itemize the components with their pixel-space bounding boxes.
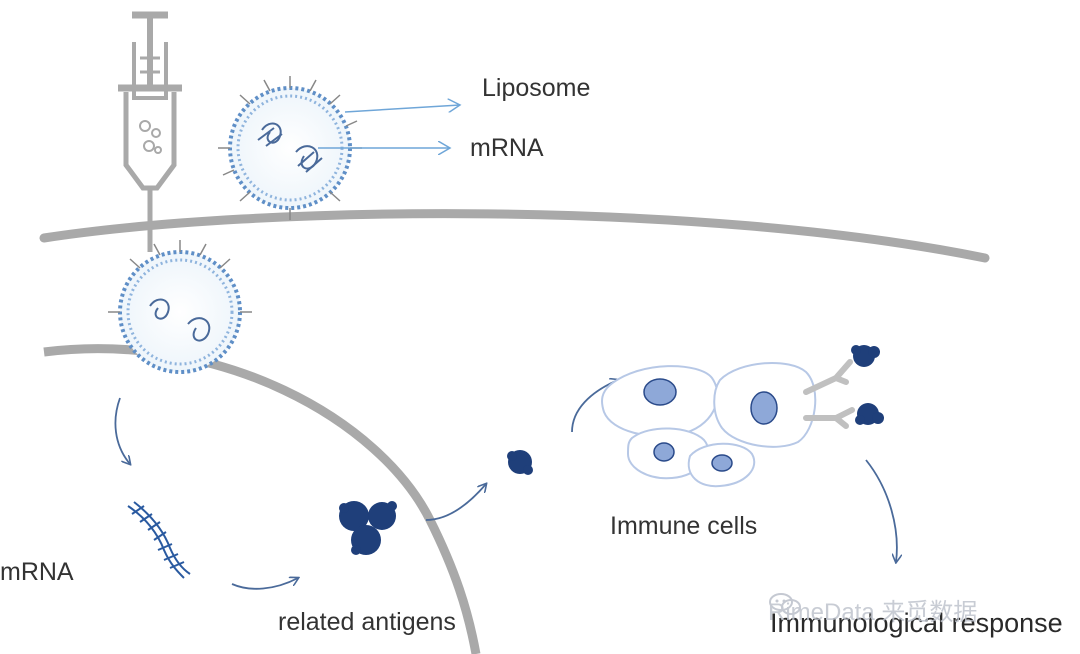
antigen-cluster-icon	[339, 501, 397, 555]
label-related-antigens: related antigens	[278, 608, 456, 636]
mrna-strand-icon	[257, 122, 323, 173]
label-mrna-top: mRNA	[470, 134, 544, 162]
label-liposome: Liposome	[482, 74, 591, 102]
label-immunological-response: Immunological response	[770, 608, 1063, 638]
syringe-icon	[118, 11, 182, 252]
label-immune-cells: Immune cells	[610, 512, 758, 540]
antibody-icon	[803, 359, 855, 429]
tissue-surface-membrane	[39, 209, 990, 263]
liposome-pointer-arrow	[344, 105, 460, 113]
arrow-antigen-out	[425, 484, 486, 521]
watermark: RimeData 来觅数据	[768, 592, 977, 627]
label-mrna-left: mRNA	[0, 558, 74, 586]
arrow-to-response	[865, 459, 897, 562]
arrow-into-cell	[114, 397, 130, 464]
bound-antigen-icon	[851, 345, 884, 425]
wechat-icon	[769, 593, 801, 615]
liposome-top	[218, 76, 362, 220]
watermark-text: RimeData 来觅数据	[768, 599, 978, 626]
immune-cells-group	[601, 345, 884, 488]
single-antigen-icon	[507, 450, 533, 475]
mrna-strand-in-cell-icon	[127, 501, 191, 579]
arrow-to-antigens	[231, 578, 298, 590]
liposome-entering-cell	[108, 240, 252, 374]
